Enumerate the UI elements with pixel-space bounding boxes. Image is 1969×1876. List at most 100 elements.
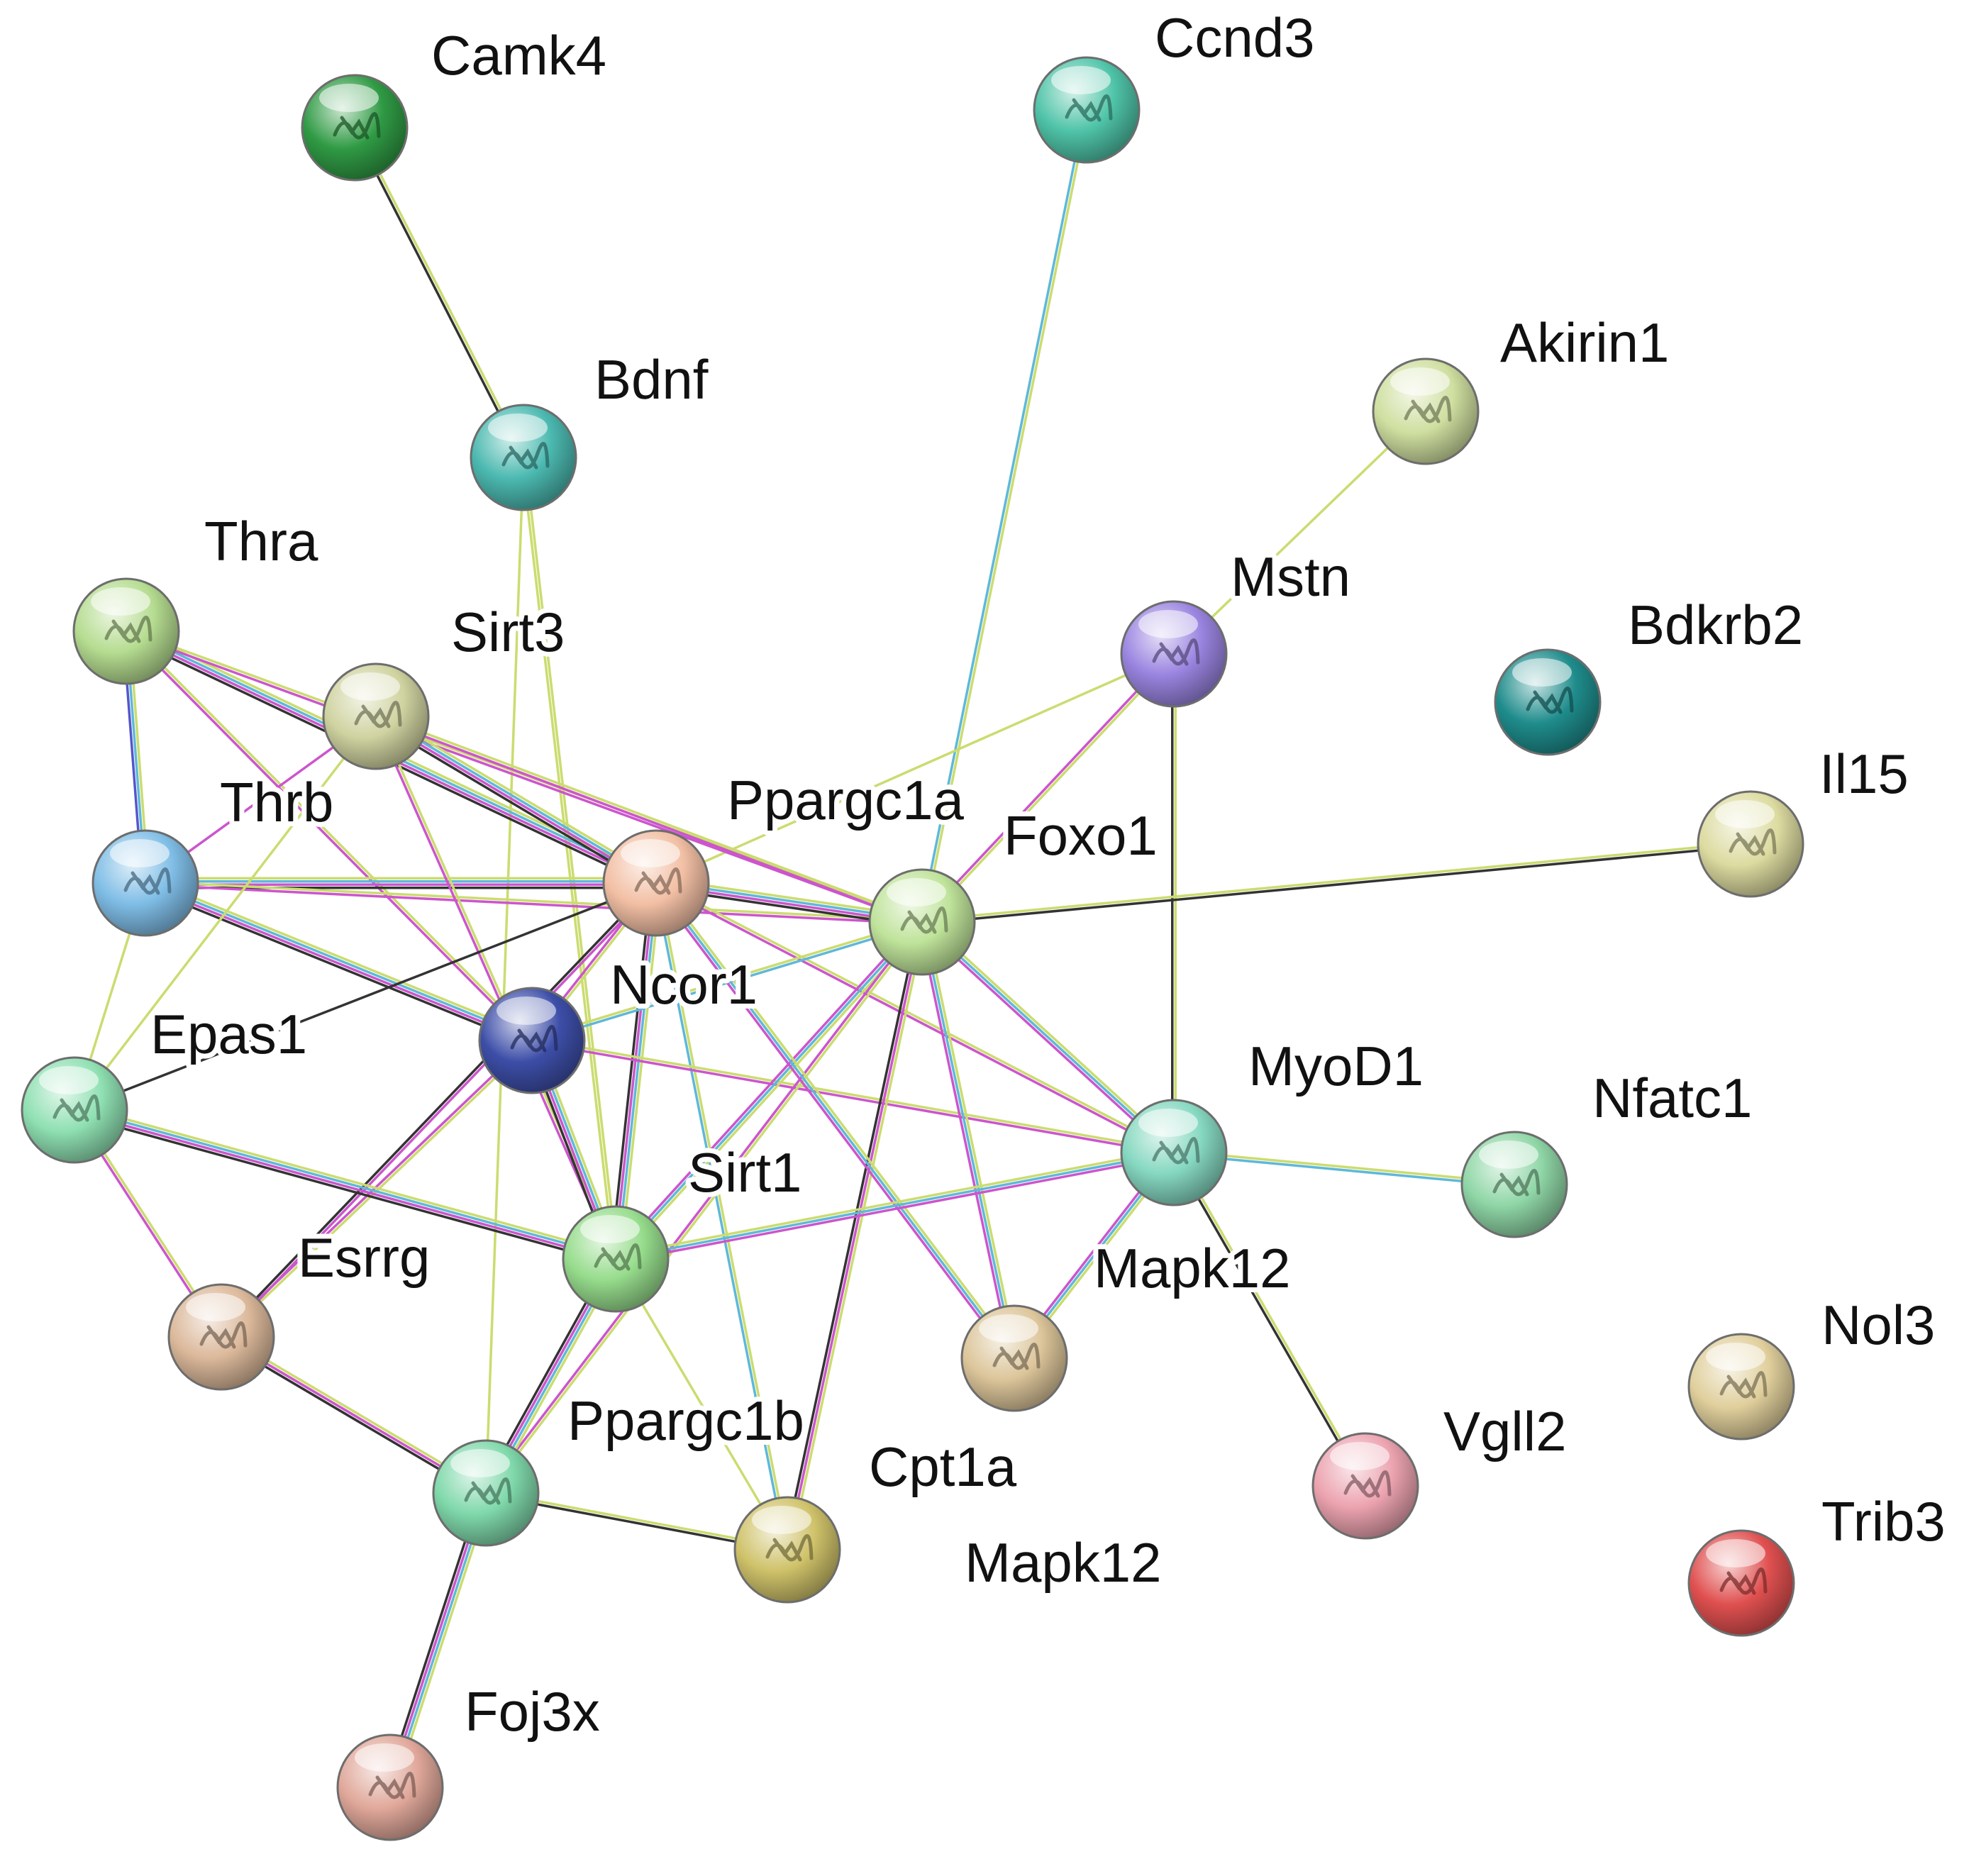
node-myod1[interactable] (1120, 1099, 1228, 1206)
node-gloss (752, 1506, 811, 1534)
node-label-foxo1: Foxo1 (1004, 804, 1158, 867)
node-bdnf[interactable] (470, 404, 577, 511)
protein-structure-icon (1152, 1137, 1200, 1165)
edge-epas1-sirt1 (72, 1104, 619, 1265)
node-vgll2[interactable] (1311, 1432, 1419, 1540)
extra-label-mapk12: Mapk12 (965, 1531, 1162, 1594)
edge-evidence-strand (372, 719, 655, 889)
node-gloss (355, 1743, 414, 1772)
edge-evidence-strand (221, 1040, 535, 1340)
node-label-camk4: Camk4 (431, 24, 606, 87)
protein-structure-icon (368, 1772, 416, 1799)
node-gloss (186, 1293, 245, 1321)
edge-evidence-strand (786, 921, 924, 1551)
node-foj3x[interactable] (336, 1733, 444, 1841)
protein-structure-icon (104, 616, 152, 643)
node-esrrg[interactable] (167, 1283, 275, 1391)
edge-evidence-strand (355, 126, 526, 458)
edge-evidence-strand (1172, 1153, 1516, 1187)
node-bdkrb2[interactable] (1494, 648, 1602, 756)
node-trib3[interactable] (1687, 1529, 1795, 1637)
edge-evidence-strand (126, 628, 535, 1041)
node-gloss (887, 878, 946, 906)
edge-evidence-strand (374, 716, 923, 925)
edge-evidence-strand (614, 1148, 1175, 1258)
edge-evidence-strand (613, 882, 656, 1260)
edge-ppargc1a-esrrg (218, 880, 659, 1340)
protein-structure-icon (1152, 638, 1200, 666)
edge-evidence-strand (218, 880, 657, 1338)
edge-evidence-strand (530, 919, 924, 1040)
edge-evidence-strand (655, 653, 1175, 884)
node-label-mstn: Mstn (1231, 545, 1350, 608)
node-label-vgll2: Vgll2 (1443, 1400, 1566, 1462)
edge-evidence-strand (917, 921, 1013, 1360)
node-gloss (1138, 1109, 1198, 1137)
node-cpt1a[interactable] (733, 1496, 841, 1604)
node-gloss (91, 587, 150, 616)
edge-sirt3-epas1 (73, 715, 377, 1111)
edge-ppargc1a-myod1 (654, 880, 1176, 1155)
edge-evidence-strand (615, 1154, 1176, 1264)
node-foxo1[interactable] (868, 868, 976, 976)
node-epas1[interactable] (21, 1056, 128, 1164)
edge-evidence-strand (611, 918, 921, 1258)
edge-evidence-strand (145, 877, 536, 1038)
edge-evidence-strand (1174, 1150, 1368, 1487)
node-label-nol3: Nol3 (1821, 1294, 1935, 1356)
node-ppargc1b[interactable] (432, 1439, 540, 1547)
node-sirt3[interactable] (322, 662, 430, 770)
node-mstn[interactable] (1120, 600, 1228, 708)
edge-foxo1-ppargc1b (483, 919, 925, 1496)
node-label-esrrg: Esrrg (298, 1226, 430, 1289)
edge-evidence-strand (144, 883, 924, 925)
node-ncor1[interactable] (478, 987, 586, 1094)
edge-thrb-foxo1 (144, 880, 924, 925)
node-gloss (39, 1066, 99, 1094)
edge-evidence-strand (655, 882, 1016, 1360)
edge-thra-ncor1 (123, 628, 535, 1043)
edge-evidence-strand (614, 921, 924, 1260)
node-nfatc1[interactable] (1460, 1131, 1568, 1238)
edge-ppargc1a-mapk12 (652, 879, 1019, 1362)
edge-evidence-strand (921, 653, 1177, 925)
protein-structure-icon (900, 906, 948, 934)
edge-evidence-strand (921, 844, 1752, 925)
node-label-ccnd3: Ccnd3 (1155, 6, 1314, 69)
edge-foxo1-mapk12 (917, 920, 1019, 1360)
edge-evidence-strand (221, 882, 659, 1340)
edge-evidence-strand (73, 1107, 618, 1259)
node-gloss (110, 839, 170, 867)
edge-evidence-strand (123, 631, 533, 1043)
protein-structure-icon (464, 1477, 512, 1505)
node-camk4[interactable] (301, 74, 409, 182)
edge-evidence-strand (921, 921, 1175, 1154)
edge-evidence-strand (652, 883, 1014, 1362)
protein-structure-icon (199, 1321, 248, 1349)
edge-evidence-strand (375, 714, 658, 883)
node-thra[interactable] (72, 577, 180, 685)
node-gloss (979, 1314, 1038, 1343)
edge-myod1-vgll2 (1171, 1150, 1368, 1488)
edge-evidence-strand (486, 921, 925, 1496)
protein-structure-icon (354, 701, 402, 728)
node-mapk12[interactable] (960, 1304, 1068, 1412)
node-akirin1[interactable] (1372, 357, 1480, 465)
node-ccnd3[interactable] (1033, 56, 1141, 164)
protein-structure-icon (634, 867, 682, 895)
node-nol3[interactable] (1687, 1333, 1795, 1441)
node-gloss (488, 414, 548, 442)
node-sirt1[interactable] (562, 1205, 670, 1313)
protein-structure-icon (52, 1094, 101, 1122)
node-thrb[interactable] (91, 829, 199, 937)
edge-evidence-strand (614, 1258, 789, 1551)
protein-structure-icon (1729, 828, 1777, 856)
edge-ccnd3-foxo1 (919, 108, 1089, 924)
node-il15[interactable] (1697, 790, 1804, 898)
edge-evidence-strand (616, 882, 659, 1260)
protein-structure-icon (992, 1343, 1041, 1370)
edge-evidence-strand (523, 455, 619, 1260)
node-ppargc1a[interactable] (602, 829, 710, 937)
